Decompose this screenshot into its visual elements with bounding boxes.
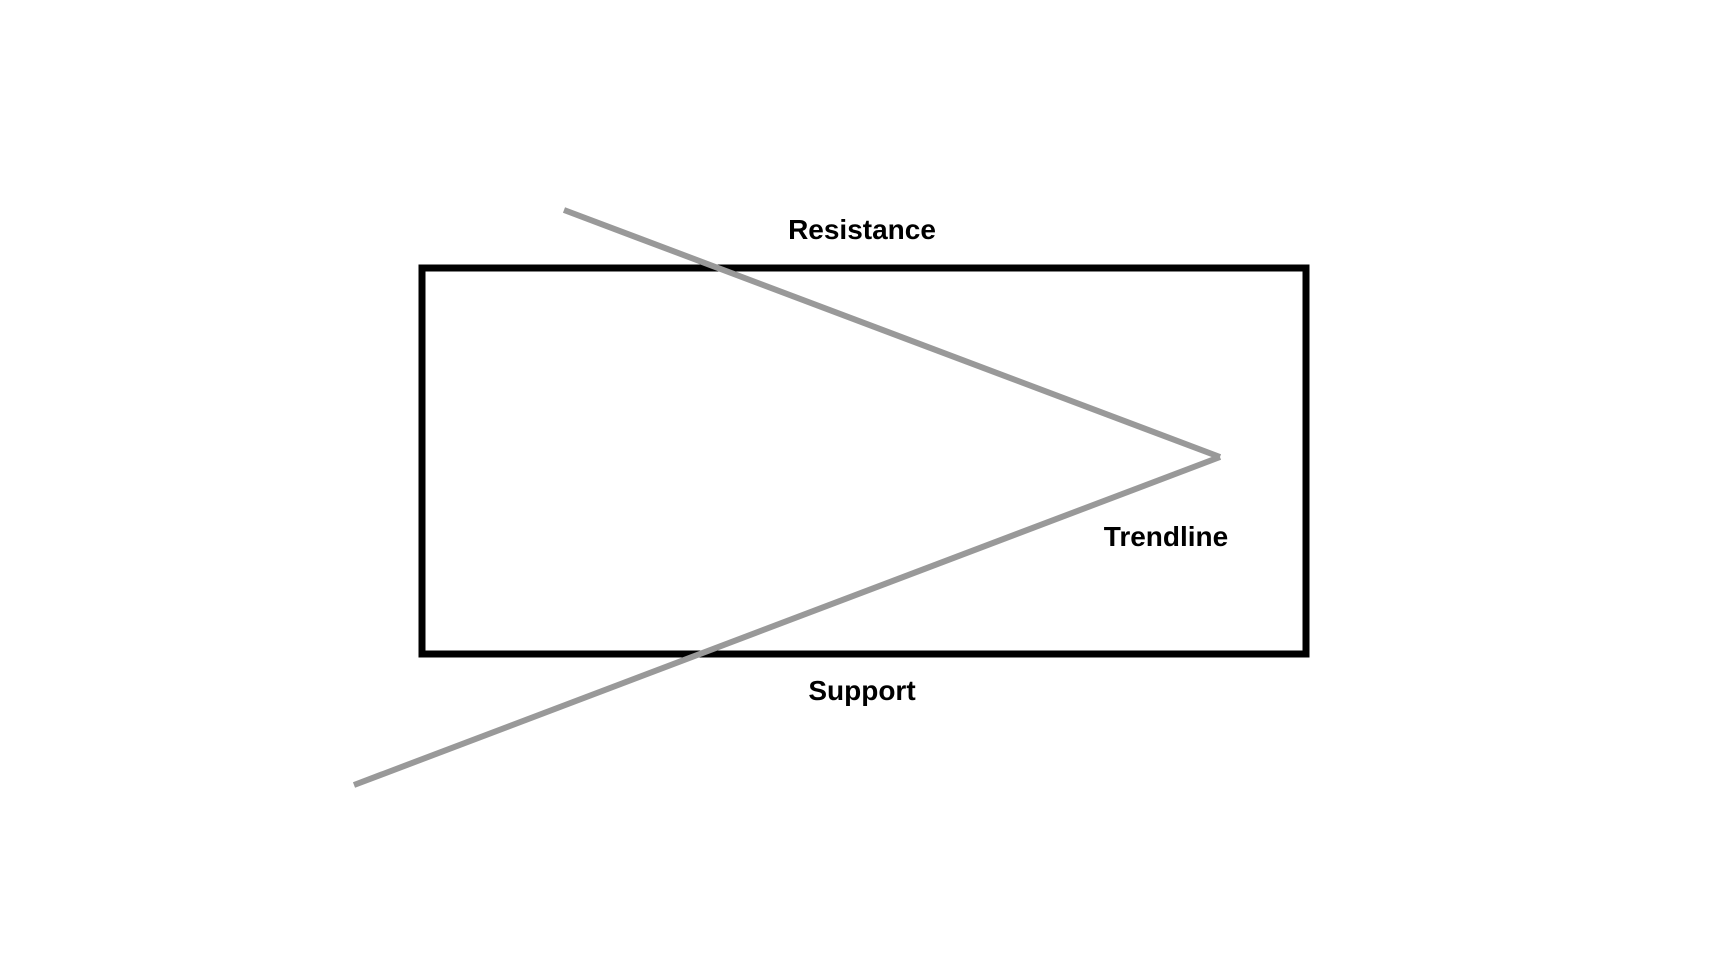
trendline-label: Trendline [1104, 521, 1228, 552]
support-label: Support [808, 675, 915, 706]
upper-trendline [562, 207, 1222, 460]
range-box [418, 264, 1310, 658]
resistance-label: Resistance [788, 214, 936, 245]
lower-trendline [352, 454, 1222, 788]
